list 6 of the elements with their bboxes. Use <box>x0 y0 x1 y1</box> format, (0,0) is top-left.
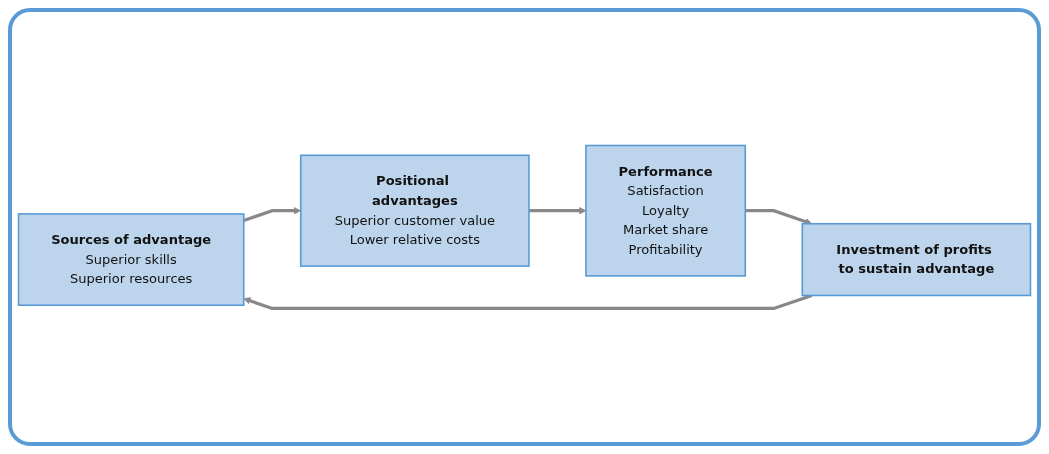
node-box <box>801 222 1032 297</box>
frame-border: Sources of advantage Superior skills Superior resources Positional advantages Superior customer value Lower relative costs Performance Satisfaction Loyalty Market share Profitability Investment of profits to sustain advantage <box>8 8 1041 446</box>
node-box <box>585 144 747 277</box>
node-box <box>17 213 245 307</box>
node-box <box>299 154 530 267</box>
arrow <box>243 293 813 311</box>
